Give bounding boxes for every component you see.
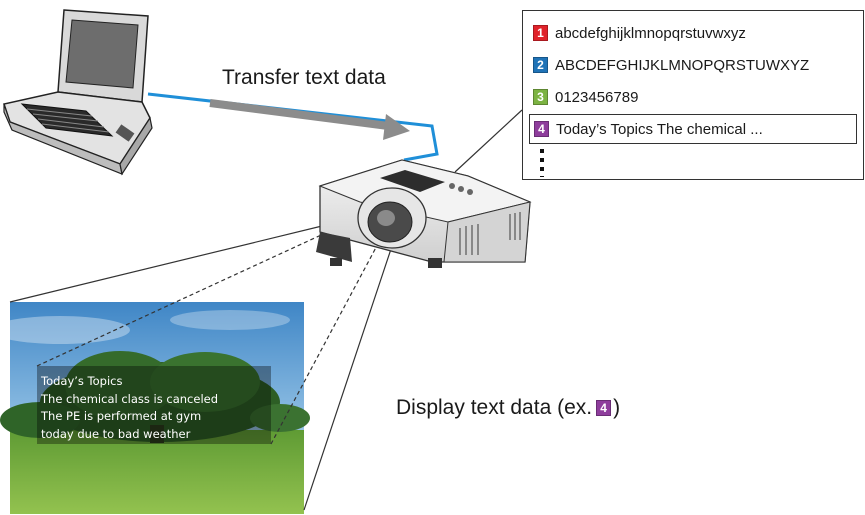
list-item[interactable]: 2 ABCDEFGHIJKLMNOPQRSTUWXYZ <box>533 53 809 77</box>
display-label-prefix: Display text data (ex. <box>396 396 593 419</box>
item-text: ABCDEFGHIJKLMNOPQRSTUWXYZ <box>555 56 810 74</box>
item-text: 0123456789 <box>555 88 639 106</box>
projected-text-line: today due to bad weather <box>41 426 191 441</box>
item-text: abcdefghijklmnopqrstuvwxyz <box>555 24 746 42</box>
callout-line <box>454 109 523 173</box>
list-item[interactable]: 1 abcdefghijklmnopqrstuvwxyz <box>533 21 746 45</box>
laptop-icon <box>3 9 153 176</box>
more-items-ellipsis-icon <box>540 149 544 177</box>
list-item[interactable]: 3 0123456789 <box>533 85 638 109</box>
projected-text-line: The chemical class is canceled <box>41 391 219 406</box>
example-number-badge: 4 <box>596 400 612 416</box>
list-item-selected[interactable]: 4 Today’s Topics The chemical ... <box>529 114 857 144</box>
projected-screen-image <box>0 302 310 514</box>
item-number-badge: 4 <box>534 121 549 137</box>
projection-lines <box>9 225 397 511</box>
display-label-suffix: ) <box>613 396 621 419</box>
display-text-label: Display text data (ex. 4 ) <box>396 396 620 420</box>
text-overlay-box <box>37 366 271 444</box>
projected-text-line: Today’s Topics <box>41 374 123 388</box>
tree-silhouette <box>0 351 310 443</box>
item-text: Today’s Topics The chemical ... <box>556 120 763 138</box>
transfer-text-label: Transfer text data <box>222 66 386 89</box>
text-data-list: 1 abcdefghijklmnopqrstuvwxyz 2 ABCDEFGHI… <box>522 10 864 180</box>
item-number-badge: 2 <box>533 57 548 73</box>
item-number-badge: 1 <box>533 25 548 41</box>
transfer-arrow <box>209 99 410 140</box>
projector-icon <box>316 159 532 268</box>
item-number-badge: 3 <box>533 89 548 105</box>
projected-text-line: The PE is performed at gym <box>41 409 202 423</box>
projected-text: Today’s Topics The chemical class is can… <box>41 373 218 443</box>
